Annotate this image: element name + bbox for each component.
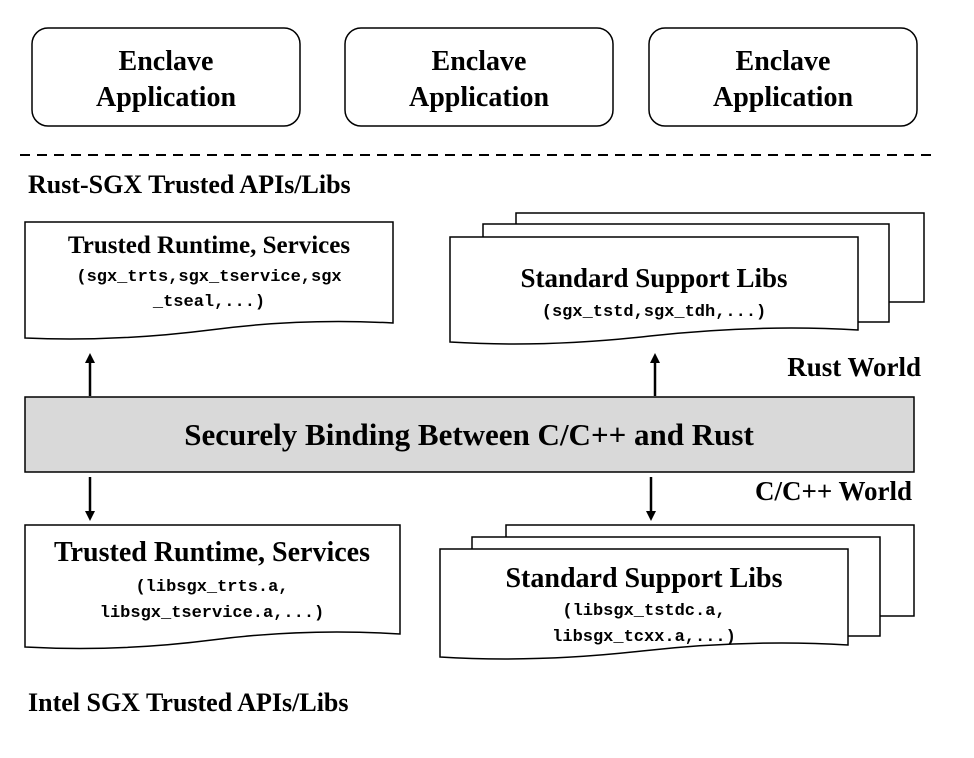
intel-support-line2: libsgx_tcxx.a,...) [552, 628, 736, 647]
intel-runtime-title: Trusted Runtime, Services [54, 537, 370, 568]
rust-world-label: Rust World [787, 352, 921, 382]
intel-section-label: Intel SGX Trusted APIs/Libs [28, 688, 349, 717]
enclave-app-3-line1: Enclave [736, 46, 831, 77]
rust-support-line1: (sgx_tstd,sgx_tdh,...) [542, 303, 766, 322]
intel-runtime-line2: libsgx_tservice.a,...) [100, 604, 324, 623]
binding-bar: Securely Binding Between C/C++ and Rust [24, 396, 915, 473]
intel-support-title: Standard Support Libs [505, 563, 782, 594]
intel-support-line1: (libsgx_tstdc.a, [562, 602, 725, 621]
rust-runtime-title: Trusted Runtime, Services [68, 232, 350, 259]
enclave-app-3-line2: Application [713, 82, 853, 113]
intel-runtime-line1: (libsgx_trts.a, [135, 578, 288, 597]
enclave-app-1-line1: Enclave [119, 46, 214, 77]
intel-support-libs-doc-stack: Standard Support Libs (libsgx_tstdc.a, l… [439, 524, 915, 660]
enclave-app-1: Enclave Application [31, 27, 301, 127]
enclave-app-3: Enclave Application [648, 27, 918, 127]
enclave-app-2-line1: Enclave [432, 46, 527, 77]
enclave-app-1-line2: Application [96, 82, 236, 113]
c-world-label: C/C++ World [755, 476, 912, 506]
binding-label: Securely Binding Between C/C++ and Rust [184, 417, 754, 452]
rust-support-libs-doc-stack: Standard Support Libs (sgx_tstd,sgx_tdh,… [449, 212, 925, 345]
rust-trusted-runtime-doc: Trusted Runtime, Services (sgx_trts,sgx_… [24, 221, 394, 340]
enclave-app-2-line2: Application [409, 82, 549, 113]
rust-runtime-line1: (sgx_trts,sgx_tservice,sgx [76, 268, 341, 287]
rust-section-label: Rust-SGX Trusted APIs/Libs [28, 170, 351, 199]
intel-trusted-runtime-doc: Trusted Runtime, Services (libsgx_trts.a… [24, 524, 401, 650]
rust-support-title: Standard Support Libs [520, 263, 787, 293]
enclave-app-2: Enclave Application [344, 27, 614, 127]
rust-runtime-line2: _tseal,...) [152, 293, 265, 312]
